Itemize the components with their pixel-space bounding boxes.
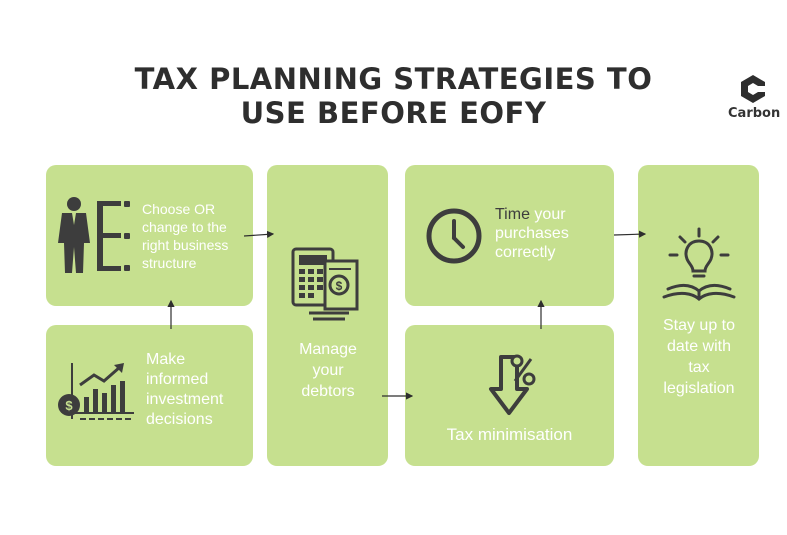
investment-chart-icon: $ [58, 363, 134, 420]
step-investment-box: $ Make informed investment decisions [46, 325, 253, 466]
lightbulb-book-icon [662, 227, 736, 301]
step-purchases-label: Time your purchases correctly [495, 205, 595, 262]
step-purchases-rest: your purchases correctly [495, 206, 569, 261]
brand-logo: Carbon [728, 74, 781, 121]
step-legislation-box: Stay up to date with tax legislation [638, 165, 759, 466]
step-legislation-label: Stay up to date with tax legislation [662, 317, 736, 397]
svg-text:$: $ [65, 398, 73, 413]
carbon-logo-icon [741, 75, 765, 103]
step-minimisation-box: Tax minimisation [405, 325, 614, 466]
step-purchases-word1: Time [495, 206, 530, 223]
page-title: TAX PLANNING STRATEGIES TO USE BEFORE EO… [0, 62, 787, 130]
step-debtors-box: $ Manage your debtors [267, 165, 388, 466]
businessman-icon [58, 197, 130, 273]
title-line-1: TAX PLANNING STRATEGIES TO [134, 62, 653, 96]
step-purchases-box: Time your purchases correctly [405, 165, 614, 306]
title-line-2: USE BEFORE EOFY [240, 96, 547, 130]
step-structure-label: Choose OR change to the right business s… [142, 201, 229, 271]
percent-down-arrow-icon [489, 354, 536, 415]
svg-text:$: $ [336, 279, 343, 293]
arrow-structure-to-debtors [243, 230, 275, 239]
brand-name: Carbon [728, 106, 781, 121]
step-structure-box: Choose OR change to the right business s… [46, 165, 253, 306]
step-minimisation-label: Tax minimisation [446, 425, 573, 444]
step-debtors-label: Manage your debtors [299, 341, 357, 400]
clock-icon [426, 208, 482, 264]
calculator-invoice-icon: $ [291, 247, 359, 321]
step-investment-label: Make informed investment decisions [146, 351, 224, 428]
arrow-purchases-to-legislation [613, 230, 647, 238]
